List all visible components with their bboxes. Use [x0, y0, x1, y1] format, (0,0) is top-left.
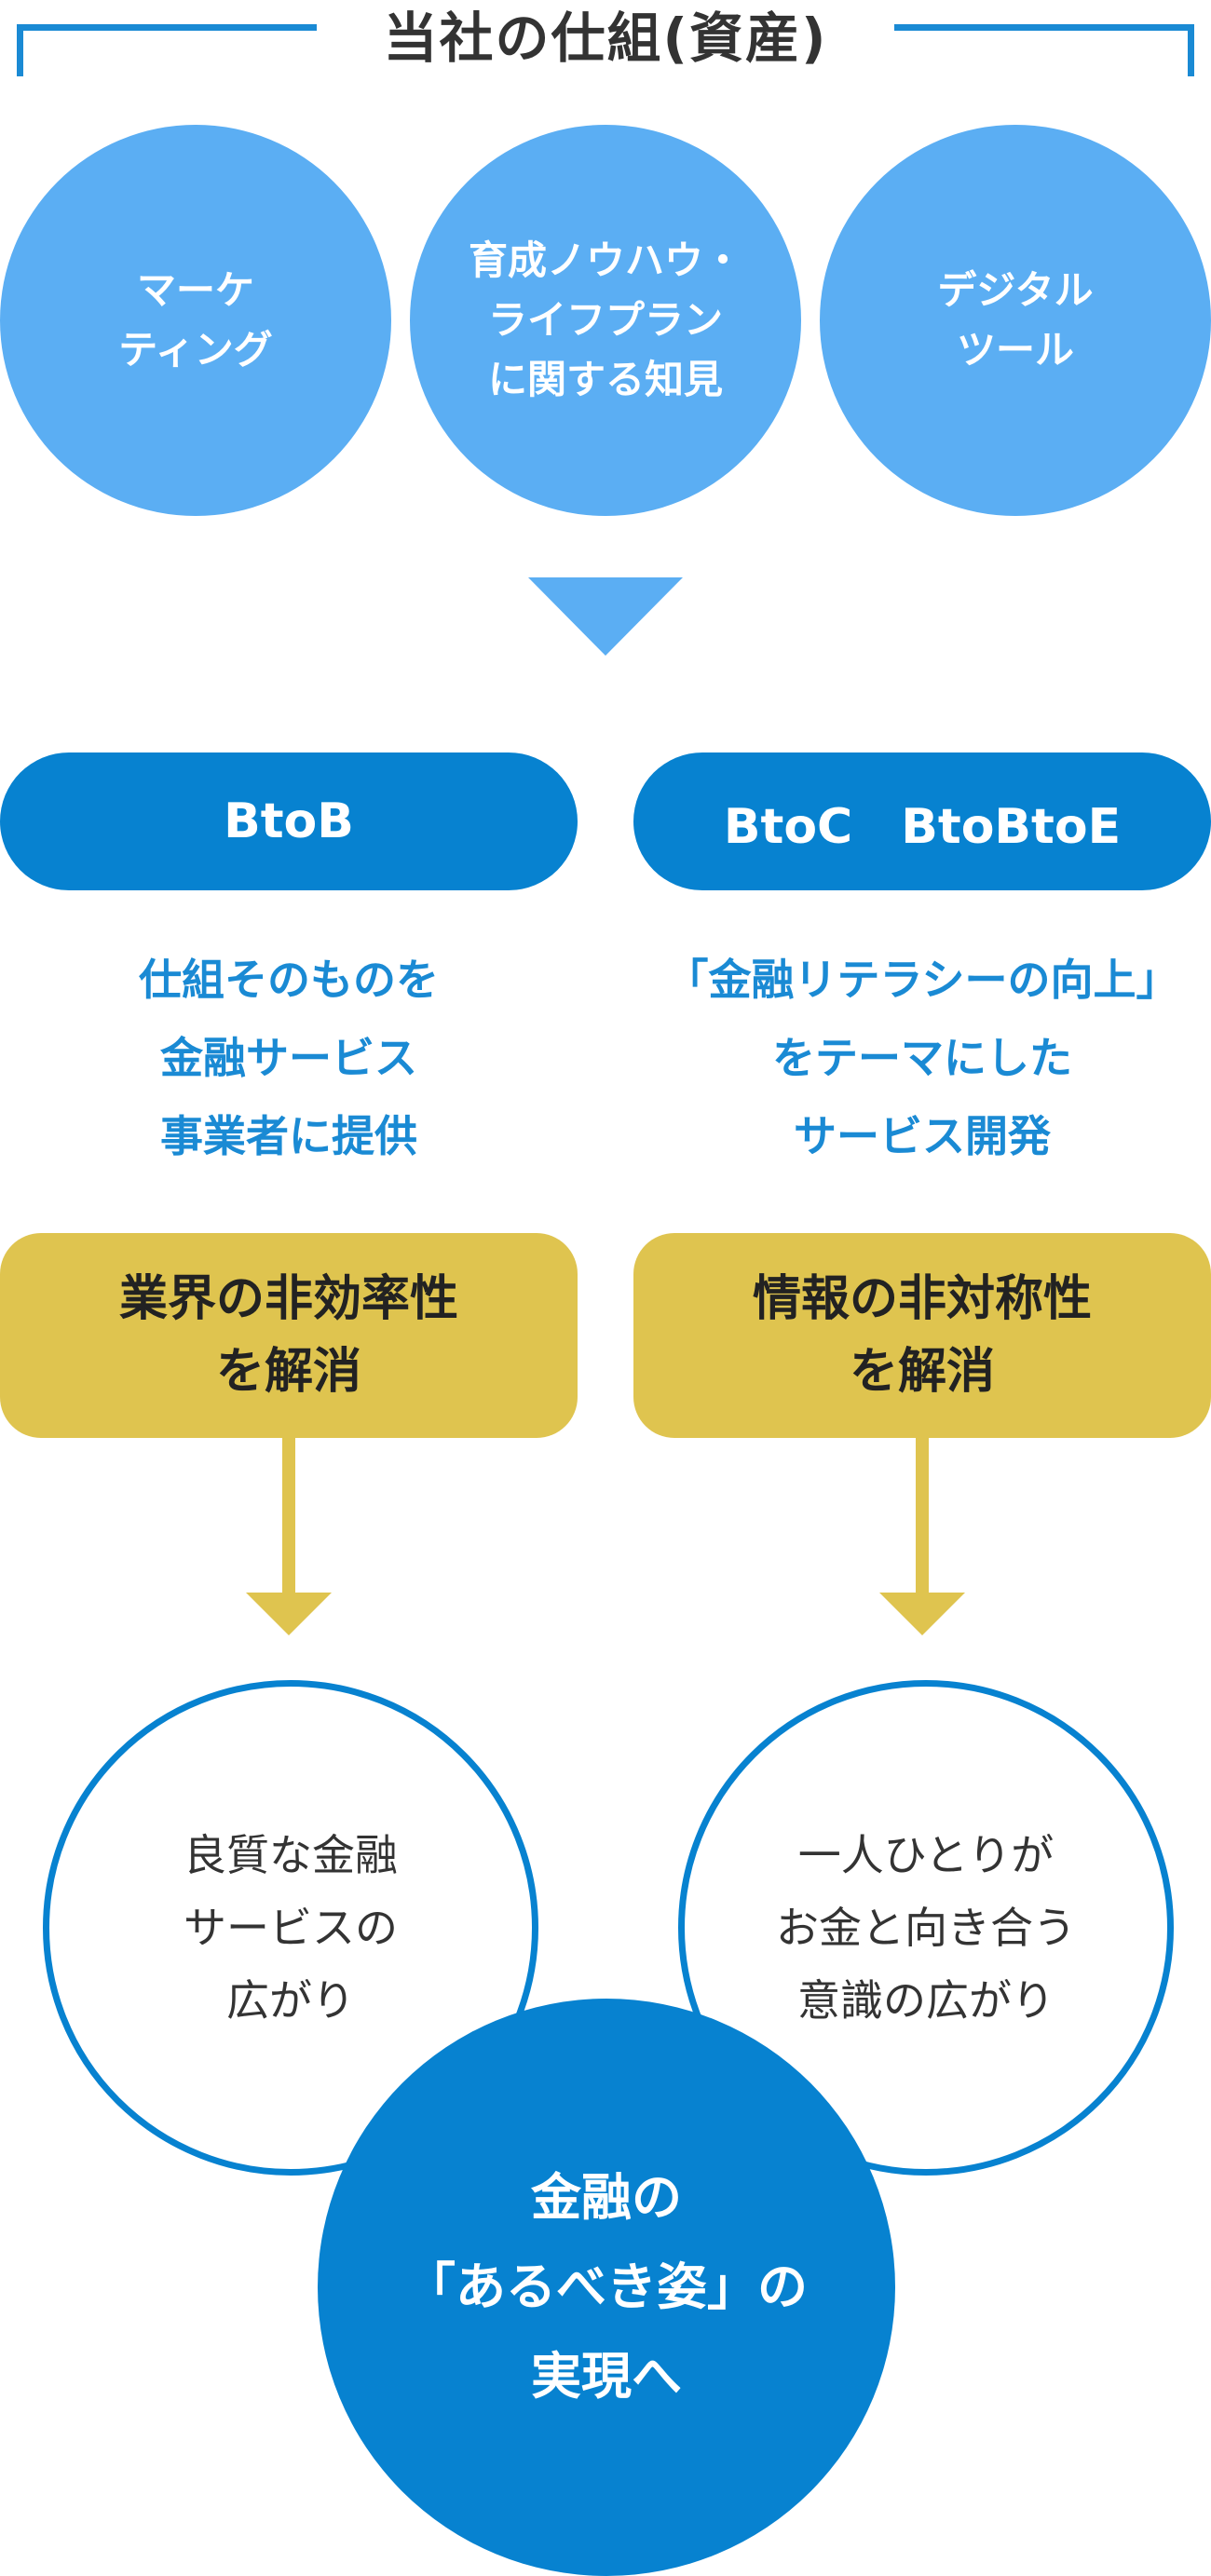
- asset-label-line: ティング: [118, 327, 273, 373]
- asset-label-line: ライフプラン: [487, 297, 723, 343]
- outcome-line: 良質な金融: [184, 1830, 398, 1880]
- description-line: 「金融リテラシーの向上」: [665, 955, 1179, 1005]
- description-line: 仕組そのものを: [139, 955, 439, 1005]
- arrow-stem-left: [282, 1438, 295, 1594]
- outcome-line: お金と向き合う: [776, 1903, 1076, 1953]
- outcome-line: 一人ひとりが: [797, 1830, 1055, 1880]
- problem-line: 業界の非効率性: [118, 1271, 458, 1327]
- description-line: をテーマにした: [772, 1033, 1072, 1083]
- outcome-circle-btoc: 一人ひとりが お金と向き合う 意識の広がり: [678, 1680, 1174, 2176]
- pill-btoc-btobtoe: BtoC BtoBtoE: [633, 752, 1211, 890]
- asset-label-line: 育成ノウハウ・: [468, 237, 742, 283]
- outcome-line: サービスの: [184, 1903, 398, 1953]
- problem-line: 情報の非対称性: [752, 1271, 1092, 1327]
- outcome-line: 広がり: [226, 1975, 355, 2026]
- asset-circle-marketing: マーケ ティング: [0, 125, 391, 516]
- description-btob: 仕組そのものを 金融サービス 事業者に提供: [0, 941, 578, 1175]
- header-bracket-right-horizontal: [894, 24, 1194, 31]
- description-btoc: 「金融リテラシーの向上」 をテーマにした サービス開発: [633, 941, 1211, 1175]
- goal-line: 「あるべき姿」の: [405, 2257, 808, 2316]
- problem-box-btob: 業界の非効率性 を解消: [0, 1233, 578, 1438]
- problem-line: を解消: [849, 1344, 995, 1400]
- header-bracket-left-horizontal: [17, 24, 317, 31]
- goal-circle: 金融の 「あるべき姿」の 実現へ: [318, 1999, 895, 2576]
- diagram-title: 当社の仕組(資産): [383, 7, 828, 70]
- problem-line: を解消: [215, 1344, 361, 1400]
- asset-label-line: ツール: [956, 327, 1074, 373]
- description-line: 金融サービス: [160, 1033, 417, 1083]
- outcome-line: 意識の広がり: [797, 1975, 1055, 2026]
- arrow-stem-right: [916, 1438, 929, 1594]
- goal-line: 金融の: [531, 2168, 682, 2227]
- header-bracket-left-vertical: [17, 24, 23, 76]
- goal-line: 実現へ: [531, 2347, 682, 2406]
- asset-circle-knowhow: 育成ノウハウ・ ライフプラン に関する知見: [410, 125, 801, 516]
- problem-box-btoc: 情報の非対称性 を解消: [633, 1233, 1211, 1438]
- description-line: サービス開発: [794, 1111, 1051, 1161]
- outcome-circle-btob: 良質な金融 サービスの 広がり: [43, 1680, 538, 2176]
- pill-btob: BtoB: [0, 752, 578, 890]
- asset-label-line: に関する知見: [487, 357, 723, 402]
- arrow-down-icon: [246, 1593, 332, 1635]
- asset-label-line: マーケ: [136, 267, 254, 313]
- asset-label-line: デジタル: [937, 267, 1094, 313]
- asset-circle-digital-tools: デジタル ツール: [820, 125, 1211, 516]
- down-triangle-icon: [528, 577, 683, 656]
- description-line: 事業者に提供: [160, 1111, 417, 1161]
- arrow-down-icon: [879, 1593, 965, 1635]
- header-bracket-right-vertical: [1188, 24, 1194, 76]
